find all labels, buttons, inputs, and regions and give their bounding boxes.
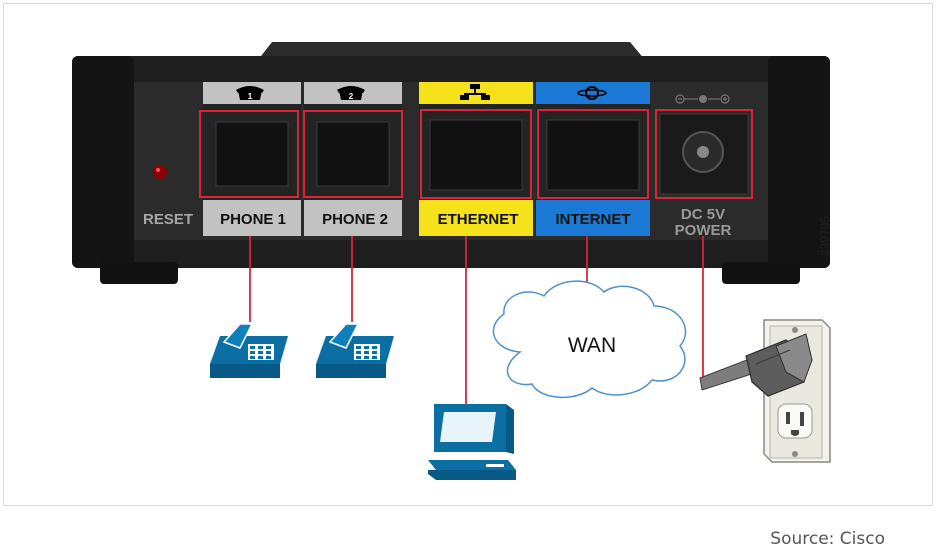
ethernet-jack[interactable] xyxy=(429,119,523,191)
phone2-icon-number: 2 xyxy=(349,92,354,101)
phone-icon: 1 xyxy=(236,86,264,101)
internet-highlight-box xyxy=(537,109,649,199)
desk-phone-icon xyxy=(210,323,288,378)
network-icon xyxy=(460,84,490,100)
reset-button-highlight xyxy=(156,168,160,172)
phone-icon: 2 xyxy=(337,86,365,101)
source-caption: Source: Cisco xyxy=(770,529,885,549)
power-plug-icon xyxy=(699,333,813,397)
phone1-icon-number: 1 xyxy=(248,92,253,101)
power-highlight-box xyxy=(655,109,753,199)
power-label-line2: POWER xyxy=(675,222,732,239)
ethernet-label: ETHERNET xyxy=(438,211,519,228)
device-foot-left xyxy=(100,262,178,284)
reset-button[interactable] xyxy=(153,165,167,179)
figure-number: 239795 xyxy=(818,216,832,256)
device-foot-right xyxy=(722,262,800,284)
ethernet-highlight-box xyxy=(420,109,532,199)
desk-phone-icon xyxy=(316,323,394,378)
internet-label: INTERNET xyxy=(556,211,631,228)
phone1-label: PHONE 1 xyxy=(220,211,286,228)
phone1-highlight-box xyxy=(199,110,299,198)
power-polarity-icon xyxy=(675,94,730,104)
device-side-right xyxy=(768,56,830,268)
wan-label: WAN xyxy=(568,334,616,357)
globe-icon xyxy=(577,86,607,100)
computer-icon xyxy=(428,404,516,480)
phone2-highlight-box xyxy=(303,110,403,198)
phone2-jack[interactable] xyxy=(316,121,390,187)
power-label-line1: DC 5V xyxy=(681,206,725,223)
internet-jack[interactable] xyxy=(546,119,640,191)
reset-label: RESET xyxy=(143,211,193,228)
cloud-icon xyxy=(492,280,687,399)
device-side-left xyxy=(72,56,134,268)
device-top-lid xyxy=(258,42,645,60)
phone2-label: PHONE 2 xyxy=(322,211,388,228)
phone1-jack[interactable] xyxy=(215,121,289,187)
power-jack-pin xyxy=(697,146,709,158)
